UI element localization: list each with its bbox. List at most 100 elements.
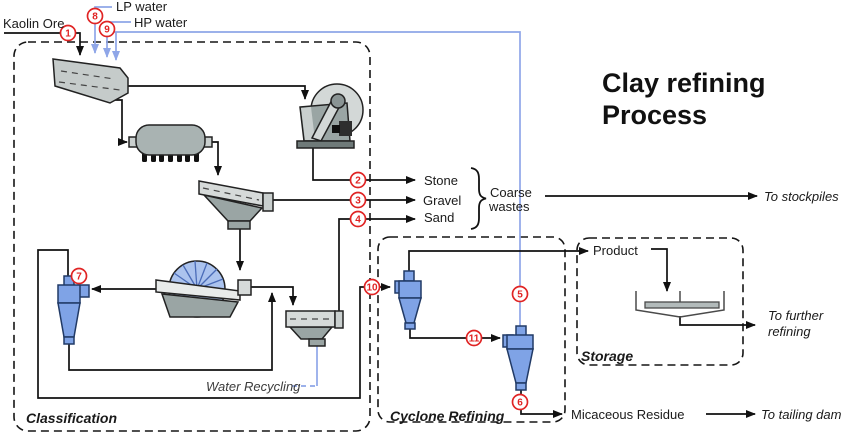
cyclone7-cone <box>57 302 81 338</box>
cycloneA-pipe <box>403 270 415 282</box>
badge-10-label: 10 <box>366 283 378 294</box>
product-to-tank-line <box>651 248 671 292</box>
stonetrap-hub <box>330 93 346 109</box>
washing-trough-dash <box>60 70 115 80</box>
cycloneA-body <box>398 280 422 299</box>
dewater-funnel <box>288 326 334 340</box>
classification-label: Classification <box>26 410 117 426</box>
screen-end-cap <box>262 192 274 212</box>
stonetrap-motor <box>339 121 352 136</box>
kaolin-ore-label: Kaolin Ore <box>3 16 64 31</box>
badge-7-label: 7 <box>76 272 82 283</box>
screen-dash <box>202 187 260 201</box>
diagram-title-line1: Clay refining <box>602 68 766 98</box>
badge-6-label: 6 <box>517 398 523 409</box>
to-tailing-dam-label: To tailing dam <box>761 407 842 422</box>
storage-label: Storage <box>581 348 633 364</box>
cyclone7-overflow-line <box>37 249 391 399</box>
badge-1-label: 1 <box>65 29 71 40</box>
hp-water-main-line <box>107 31 521 328</box>
storage-box <box>576 237 744 366</box>
to-further-refining-label-line1: To further <box>768 308 824 323</box>
screen-outlet <box>227 220 251 230</box>
stonetrap-stripe <box>301 107 315 140</box>
cyclone7-spigot <box>63 336 75 345</box>
drum-body <box>135 124 206 156</box>
refining-cyclone-a <box>394 270 422 330</box>
washing-trough <box>52 58 129 104</box>
badge-3: 3 <box>349 191 367 209</box>
washing-trough-body <box>52 58 129 104</box>
dewatering-screen <box>285 310 344 347</box>
dewater-outlet <box>308 338 326 347</box>
cyclone-refining-box <box>377 236 566 423</box>
lp-water-line <box>91 6 112 54</box>
stone-line <box>312 147 416 184</box>
drum-to-screen-line <box>211 141 222 176</box>
cycloneA-spigot <box>404 322 416 330</box>
badge-3-label: 3 <box>355 196 361 207</box>
cycloneA-cone <box>398 297 422 324</box>
badge-11-label: 11 <box>469 334 480 345</box>
badge-9-label: 9 <box>104 25 110 36</box>
lp-water-label: LP water <box>116 0 168 14</box>
sand-line <box>338 215 416 311</box>
cyclone7-underflow-line <box>68 292 276 371</box>
trough-to-drum-line <box>112 99 128 146</box>
trough-to-stonetrap-line <box>128 85 309 100</box>
product-label: Product <box>593 243 638 258</box>
cyclone-refining-label: Cyclone Refining <box>390 408 505 424</box>
stonetrap-motor-detail <box>332 125 340 133</box>
stonetrap-base <box>296 140 355 149</box>
dewater-end-cap <box>334 310 344 329</box>
to-stockpiles-label: To stockpiles <box>764 189 839 204</box>
coarse-wastes-label-line1: Coarse <box>490 185 532 200</box>
kaolin-feed-line <box>4 32 84 56</box>
badge-8: 8 <box>86 7 104 25</box>
badge-6: 6 <box>511 393 529 411</box>
process-lines <box>4 32 758 418</box>
storage-tank <box>635 291 725 318</box>
badge-5-label: 5 <box>517 290 523 301</box>
classification-box <box>13 41 371 432</box>
badge-5: 5 <box>511 285 529 303</box>
cyclone7-body <box>57 284 81 304</box>
badge-2-label: 2 <box>355 176 361 187</box>
badge-8-label: 8 <box>92 12 98 23</box>
cycloneB-body <box>506 334 534 350</box>
stone-trap-machine <box>296 83 364 149</box>
scrubber-drum <box>128 124 213 162</box>
tank-walls <box>635 291 725 318</box>
to-further-refining-label-line2: refining <box>768 324 811 339</box>
coarse-wastes-brace <box>470 167 487 230</box>
refining-cyclone-b <box>502 325 534 391</box>
diagram-labels: Kaolin Ore LP water HP water Stone Grave… <box>3 0 842 426</box>
classifier-rake <box>155 279 241 301</box>
cycloneA-to-cycloneB-line <box>409 329 501 342</box>
coarse-wastes-label-line2: wastes <box>488 199 530 214</box>
micaceous-residue-label: Micaceous Residue <box>571 407 684 422</box>
stone-label: Stone <box>424 173 458 188</box>
cycloneB-cone <box>506 348 534 384</box>
stream-badges: 1 2 3 4 5 6 7 8 9 10 11 <box>59 7 529 411</box>
hydrocyclone-7 <box>57 275 90 345</box>
hp-water-label: HP water <box>134 15 188 30</box>
water-recycling-label: Water Recycling <box>206 379 301 394</box>
badge-11: 11 <box>465 329 483 347</box>
badge-7: 7 <box>70 267 88 285</box>
cycloneB-spigot <box>515 382 527 391</box>
product-line <box>408 247 589 272</box>
badge-4: 4 <box>349 210 367 228</box>
badge-10: 10 <box>363 278 381 296</box>
gravel-label: Gravel <box>423 193 461 208</box>
badge-2: 2 <box>349 171 367 189</box>
tank-outlet-line <box>679 316 756 329</box>
badge-1: 1 <box>59 24 77 42</box>
classifier-outlet <box>237 279 252 296</box>
sand-label: Sand <box>424 210 454 225</box>
badge-9: 9 <box>98 20 116 38</box>
classifier-trough <box>160 293 240 318</box>
diagram-title-line2: Process <box>602 100 707 130</box>
